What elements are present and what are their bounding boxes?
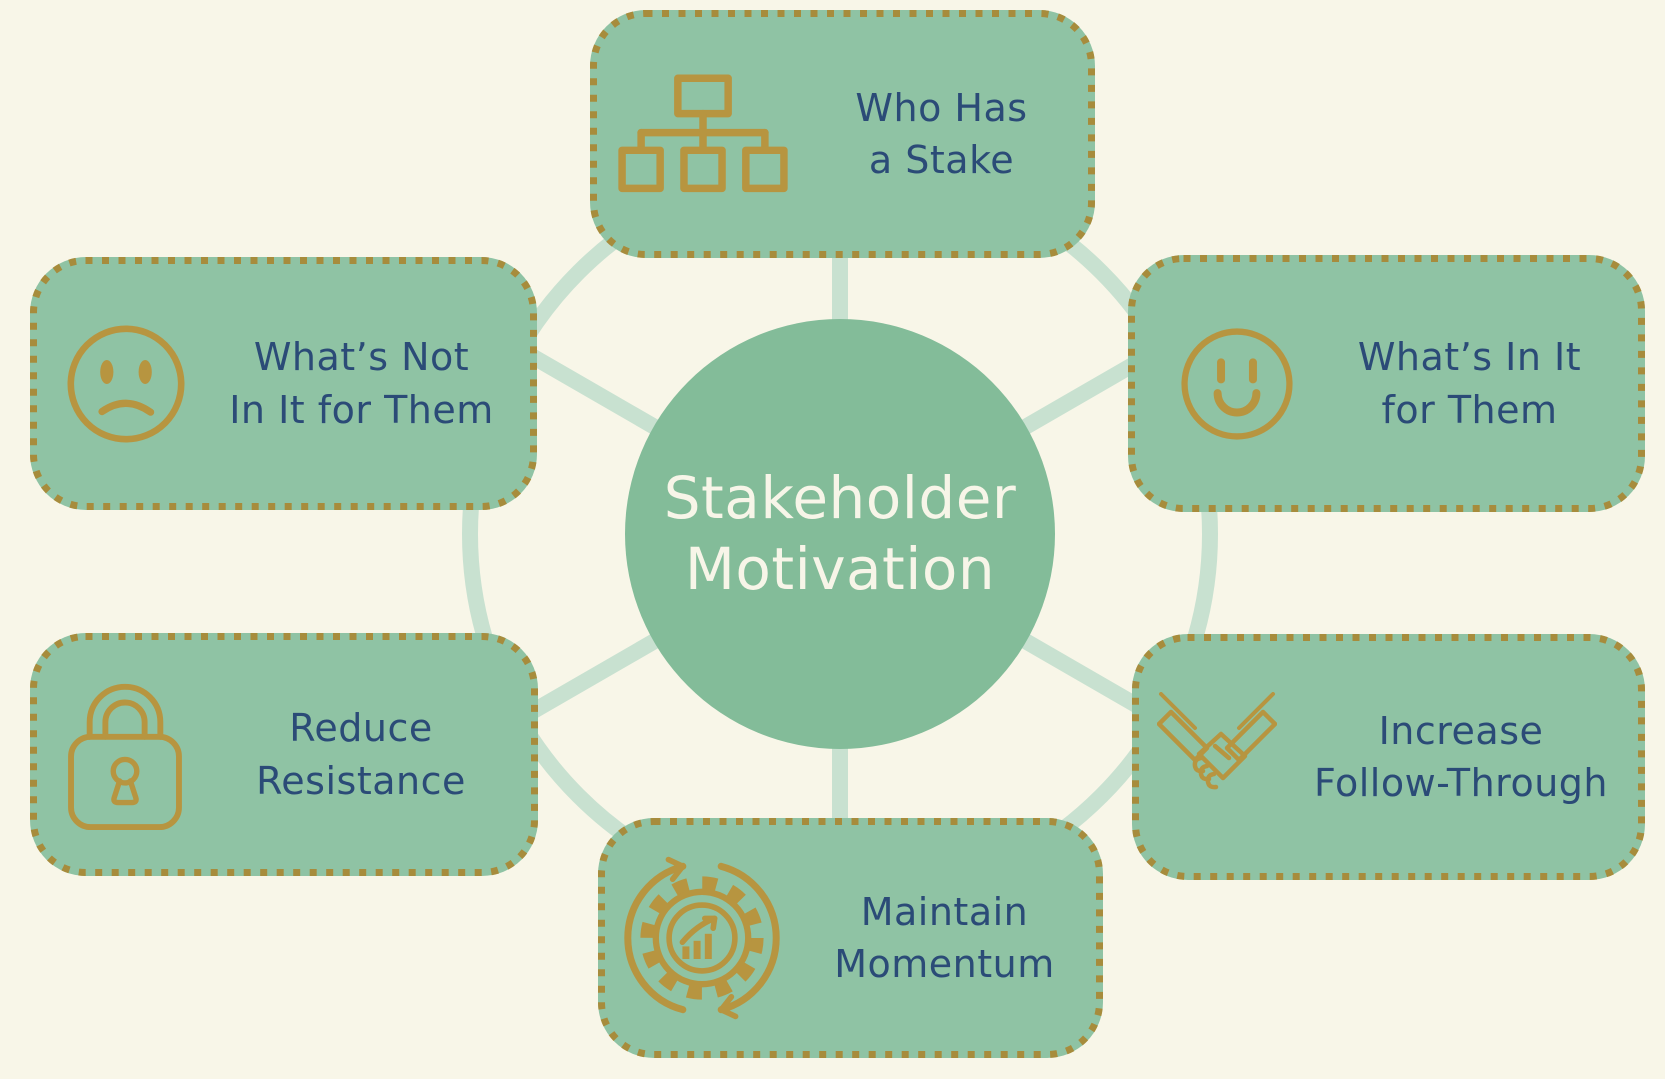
center-title-line-2: Motivation [684,535,996,603]
label-line-2: Follow-Through [1313,761,1609,805]
label-line-2: for Them [1381,387,1558,432]
handshake-icon [1157,692,1277,822]
label-line-1: What’s Not [253,335,470,380]
label-line-1: Maintain [860,889,1029,934]
box-label: Maintain Momentum [786,886,1103,991]
sad-face-icon [66,324,186,444]
box-label: Who Has a Stake [788,82,1095,187]
label-line-1: Increase [1378,708,1544,753]
box-whats-not-in-it-for-them: What’s Not In It for Them [30,257,537,510]
box-reduce-resistance: Reduce Resistance [30,633,538,876]
box-label: Reduce Resistance [184,702,538,807]
box-increase-follow-through: Increase Follow-Through [1132,634,1645,880]
org-chart-icon [618,74,788,194]
box-label: What’s Not In It for Them [186,331,537,436]
gear-progress-icon [618,854,786,1022]
center-title-line-1: Stakeholder [663,464,1017,533]
box-label: What’s In It for Them [1294,331,1645,436]
padlock-icon [66,676,184,833]
label-line-2: a Stake [868,138,1015,182]
label-line-1: What’s In It [1357,335,1582,380]
label-line-1: Who Has [855,85,1028,130]
box-label: Increase Follow-Through [1277,705,1645,810]
smiley-face-icon [1180,327,1294,441]
box-who-has-a-stake: Who Has a Stake [590,10,1095,258]
label-line-2: In It for Them [229,387,494,432]
label-line-2: Momentum [834,942,1055,986]
label-line-1: Reduce [289,706,433,751]
box-whats-in-it-for-them: What’s In It for Them [1128,255,1645,512]
label-line-2: Resistance [256,758,466,803]
center-circle-stakeholder-motivation: Stakeholder Motivation [625,319,1055,749]
box-maintain-momentum: Maintain Momentum [598,818,1103,1058]
